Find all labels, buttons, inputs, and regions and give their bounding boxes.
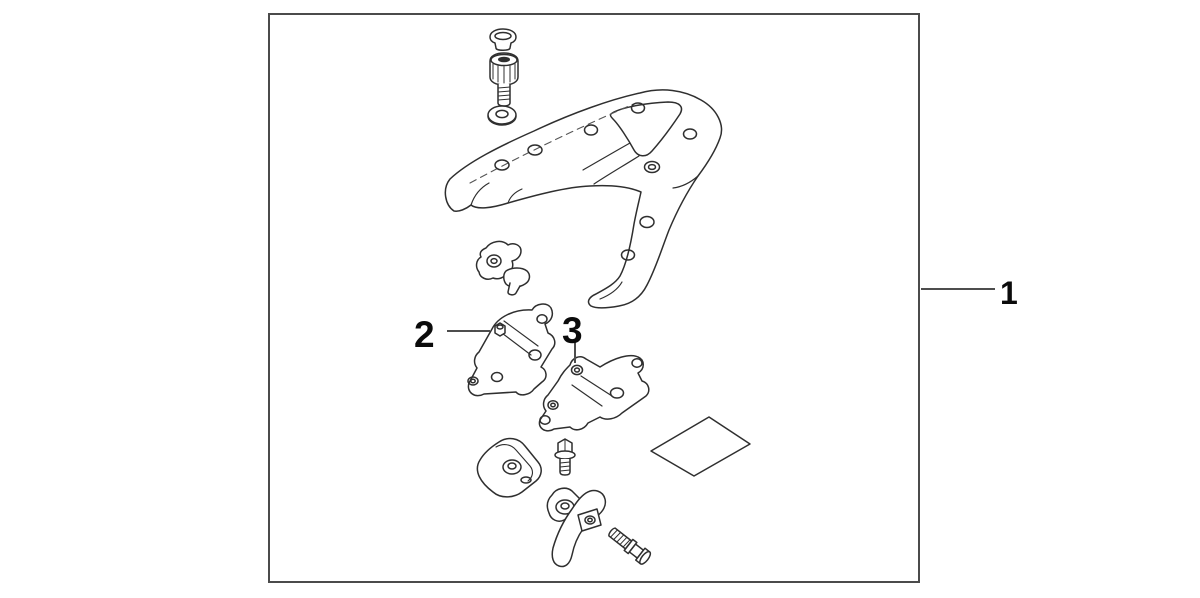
carrier-rack-icon bbox=[444, 89, 723, 309]
callout-1-leader-line bbox=[921, 288, 995, 290]
callout-2-leader-line bbox=[447, 330, 490, 332]
callout-2-label: 2 bbox=[414, 314, 435, 355]
flange-bolt-icon bbox=[554, 438, 576, 476]
spacer-bracket-icon bbox=[476, 437, 542, 498]
socket-head-bolt-icon bbox=[489, 52, 519, 107]
exploded-parts-drawing bbox=[444, 28, 751, 568]
bolt-holder-clamp-icon bbox=[475, 240, 531, 296]
hook-assembly-icon bbox=[546, 487, 607, 568]
right-mounting-bracket-icon bbox=[538, 354, 650, 432]
callout-3-label: 3 bbox=[562, 310, 583, 351]
callout-1-label: 1 bbox=[1000, 275, 1018, 311]
left-mounting-bracket-icon bbox=[467, 303, 556, 397]
parts-kit-box bbox=[268, 13, 920, 583]
callout-3-leader-line bbox=[574, 341, 576, 363]
cap-nut-icon bbox=[489, 28, 517, 51]
washer-icon bbox=[487, 105, 517, 126]
template-sheet-icon bbox=[650, 416, 751, 477]
shoulder-bolt-icon bbox=[608, 527, 652, 565]
